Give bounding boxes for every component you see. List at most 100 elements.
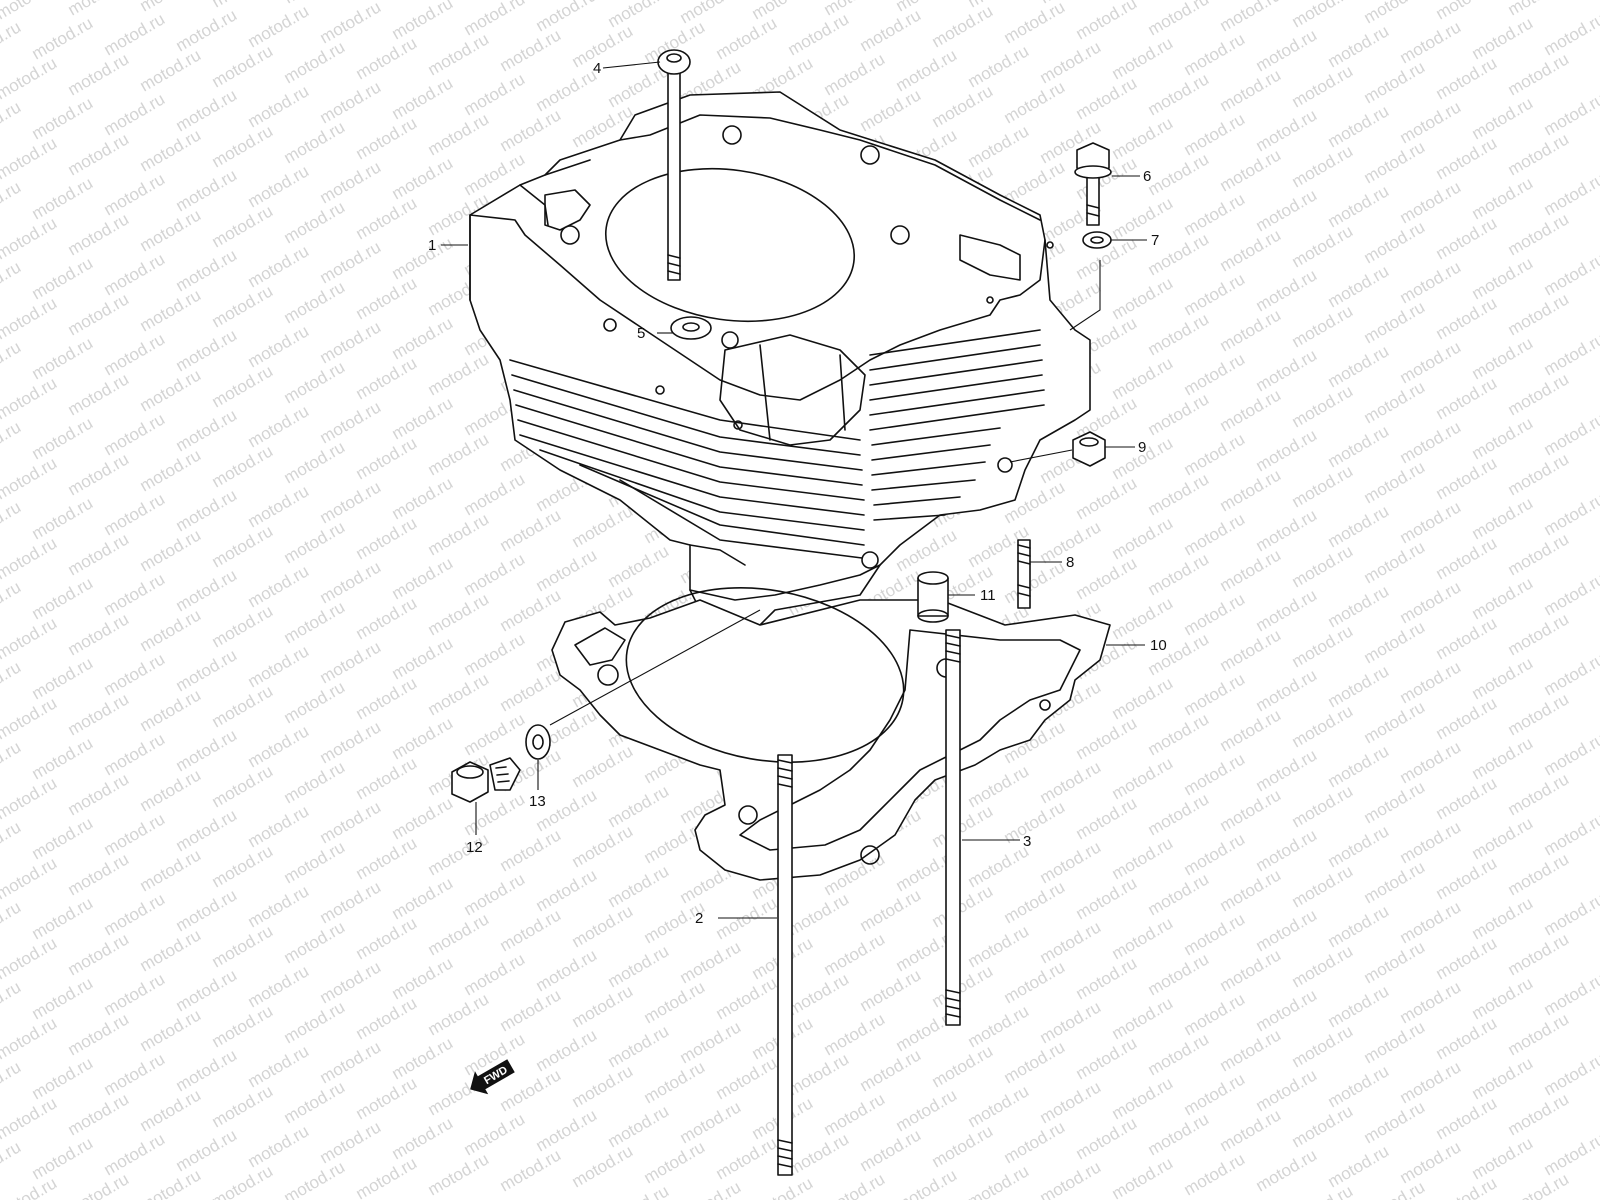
watermark-text: motod.ru — [965, 841, 1033, 891]
watermark-text: motod.ru — [317, 1117, 385, 1167]
watermark-text: motod.ru — [1469, 333, 1537, 383]
watermark-text: motod.ru — [209, 521, 277, 571]
watermark-text: motod.ru — [1541, 649, 1600, 699]
watermark-text: motod.ru — [1145, 949, 1213, 999]
watermark-text: motod.ru — [857, 965, 925, 1015]
watermark-text: motod.ru — [137, 1005, 205, 1055]
watermark-text: motod.ru — [1325, 741, 1393, 791]
watermark-text: motod.ru — [605, 1101, 673, 1151]
watermark-text: motod.ru — [209, 441, 277, 491]
watermark-text: motod.ru — [1397, 417, 1465, 467]
watermark-text: motod.ru — [1325, 181, 1393, 231]
watermark-text: motod.ru — [1289, 461, 1357, 511]
watermark-text: motod.ru — [245, 721, 313, 771]
watermark-text: motod.ru — [29, 733, 97, 783]
watermark-text: motod.ru — [281, 197, 349, 247]
long-stud-part-2 — [777, 754, 793, 1176]
watermark-text: motod.ru — [857, 1045, 925, 1095]
watermark-text: motod.ru — [1325, 981, 1393, 1031]
watermark-text: motod.ru — [713, 1133, 781, 1183]
watermark-text: motod.ru — [353, 513, 421, 563]
watermark-text: motod.ru — [1433, 133, 1501, 183]
watermark-text: motod.ru — [1181, 909, 1249, 959]
watermark-text: motod.ru — [497, 25, 565, 75]
watermark-text: motod.ru — [1325, 581, 1393, 631]
watermark-text: motod.ru — [29, 93, 97, 143]
watermark-text: motod.ru — [1361, 377, 1429, 427]
watermark-text: motod.ru — [1505, 0, 1573, 19]
watermark-text: motod.ru — [209, 601, 277, 651]
watermark-text: motod.ru — [137, 605, 205, 655]
watermark-text: motod.ru — [1145, 389, 1213, 439]
watermark-text: motod.ru — [1253, 585, 1321, 635]
watermark-text: motod.ru — [1505, 689, 1573, 739]
watermark-text: motod.ru — [101, 969, 169, 1019]
watermark-text: motod.ru — [29, 493, 97, 543]
watermark-text: motod.ru — [245, 241, 313, 291]
watermark-text: motod.ru — [1001, 1117, 1069, 1167]
watermark-text: motod.ru — [929, 1121, 997, 1171]
watermark-text: motod.ru — [1433, 453, 1501, 503]
watermark-text: motod.ru — [1289, 621, 1357, 671]
watermark-text: motod.ru — [1253, 265, 1321, 315]
watermark-text: motod.ru — [1325, 341, 1393, 391]
watermark-text: motod.ru — [29, 813, 97, 863]
watermark-text: motod.ru — [245, 1, 313, 51]
watermark-text: motod.ru — [0, 853, 60, 903]
watermark-text: motod.ru — [821, 49, 889, 99]
watermark-text: motod.ru — [353, 33, 421, 83]
watermark-text: motod.ru — [1361, 937, 1429, 987]
watermark-text: motod.ru — [1145, 789, 1213, 839]
watermark-text: motod.ru — [1037, 1157, 1105, 1200]
watermark-text: motod.ru — [353, 913, 421, 963]
watermark-text: motod.ru — [0, 693, 60, 743]
watermark-text: motod.ru — [569, 901, 637, 951]
watermark-text: motod.ru — [245, 81, 313, 131]
watermark-text: motod.ru — [353, 353, 421, 403]
watermark-text: motod.ru — [893, 1165, 961, 1200]
watermark-text: motod.ru — [65, 1169, 133, 1200]
watermark-text: motod.ru — [65, 529, 133, 579]
watermark-text: motod.ru — [0, 293, 60, 343]
watermark-text: motod.ru — [1325, 261, 1393, 311]
watermark-text: motod.ru — [1397, 177, 1465, 227]
watermark-text: motod.ru — [1181, 669, 1249, 719]
watermark-text: motod.ru — [209, 681, 277, 731]
watermark-text: motod.ru — [209, 921, 277, 971]
watermark-text: motod.ru — [1217, 865, 1285, 915]
watermark-text: motod.ru — [605, 781, 673, 831]
watermark-text: motod.ru — [677, 1017, 745, 1067]
watermark-text: motod.ru — [713, 13, 781, 63]
watermark-text: motod.ru — [0, 337, 24, 387]
watermark-text: motod.ru — [677, 1177, 745, 1200]
watermark-text: motod.ru — [65, 369, 133, 419]
watermark-text: motod.ru — [1037, 37, 1105, 87]
watermark-text: motod.ru — [893, 1085, 961, 1135]
watermark-text: motod.ru — [929, 881, 997, 931]
watermark-text: motod.ru — [821, 929, 889, 979]
nut-part-9 — [1072, 431, 1106, 467]
watermark-text: motod.ru — [785, 1049, 853, 1099]
watermark-text: motod.ru — [1253, 905, 1321, 955]
watermark-text: motod.ru — [569, 821, 637, 871]
watermark-text: motod.ru — [821, 1009, 889, 1059]
callout-13: 13 — [529, 793, 546, 810]
watermark-text: motod.ru — [425, 349, 493, 399]
watermark-text: motod.ru — [245, 881, 313, 931]
watermark-text: motod.ru — [569, 501, 637, 551]
watermark-text: motod.ru — [1001, 0, 1069, 47]
watermark-text: motod.ru — [1361, 1177, 1429, 1200]
watermark-text: motod.ru — [1253, 25, 1321, 75]
watermark-text: motod.ru — [317, 157, 385, 207]
watermark-text: motod.ru — [1505, 449, 1573, 499]
watermark-text: motod.ru — [1001, 957, 1069, 1007]
watermark-text: motod.ru — [173, 485, 241, 535]
watermark-text: motod.ru — [209, 1161, 277, 1200]
watermark-text: motod.ru — [101, 809, 169, 859]
watermark-text: motod.ru — [1109, 513, 1177, 563]
watermark-text: motod.ru — [245, 1041, 313, 1091]
watermark-text: motod.ru — [1469, 733, 1537, 783]
watermark-text: motod.ru — [1469, 493, 1537, 543]
watermark-text: motod.ru — [533, 0, 601, 35]
watermark-text: motod.ru — [1361, 57, 1429, 107]
